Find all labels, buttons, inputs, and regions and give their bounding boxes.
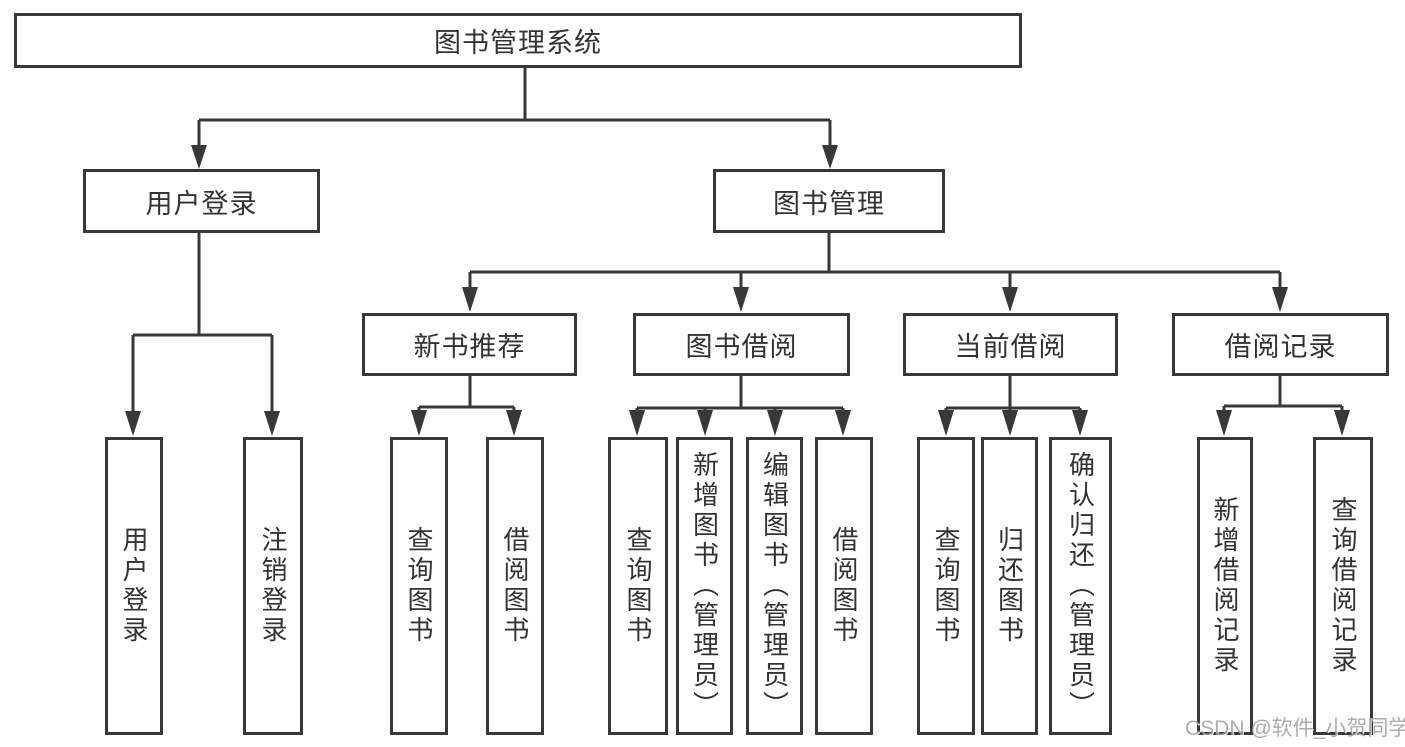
leaf-borrow-query-books: 查询图书 — [608, 437, 668, 735]
leaf-borrow-add-books-admin-label: 新增图书（管理员） — [689, 451, 720, 721]
node-user-login: 用户登录 — [83, 169, 320, 233]
node-new-book-recommend-label: 新书推荐 — [413, 332, 526, 362]
leaf-user-login-label: 用户登录 — [119, 526, 149, 646]
leaf-user-login: 用户登录 — [105, 437, 163, 735]
node-borrow-records: 借阅记录 — [1172, 313, 1389, 376]
node-root-library-management-system: 图书管理系统 — [14, 13, 1022, 68]
node-current-borrowing: 当前借阅 — [903, 313, 1118, 376]
node-book-management-label: 图书管理 — [773, 188, 885, 219]
csdn-watermark: CSDN @软件_小贺同学 — [1185, 717, 1405, 740]
leaf-current-return-books: 归还图书 — [981, 437, 1038, 735]
leaf-logout: 注销登录 — [243, 437, 303, 735]
node-new-book-recommend: 新书推荐 — [362, 313, 577, 376]
leaf-records-query-borrow-record: 查询借阅记录 — [1313, 437, 1373, 735]
arrowheads — [125, 145, 1350, 436]
leaf-rec-query-books: 查询图书 — [390, 437, 448, 735]
leaf-current-query-books-label: 查询图书 — [931, 526, 961, 646]
leaf-borrow-add-books-admin: 新增图书（管理员） — [676, 437, 733, 735]
node-root-label: 图书管理系统 — [434, 28, 602, 58]
leaf-rec-query-books-label: 查询图书 — [404, 526, 434, 646]
leaf-records-add-borrow-record: 新增借阅记录 — [1197, 437, 1253, 735]
node-book-management: 图书管理 — [713, 169, 945, 233]
leaf-rec-borrow-books: 借阅图书 — [486, 437, 544, 735]
node-book-borrowing: 图书借阅 — [633, 313, 850, 376]
node-user-login-label: 用户登录 — [145, 188, 258, 219]
leaf-current-confirm-return-admin: 确认归还（管理员） — [1049, 437, 1112, 735]
leaf-rec-borrow-books-label: 借阅图书 — [500, 526, 530, 646]
leaf-logout-label: 注销登录 — [258, 526, 288, 646]
leaf-borrow-query-books-label: 查询图书 — [623, 526, 653, 646]
leaf-records-add-borrow-record-label: 新增借阅记录 — [1210, 496, 1240, 676]
leaf-records-query-borrow-record-label: 查询借阅记录 — [1328, 496, 1358, 676]
node-borrow-records-label: 借阅记录 — [1224, 332, 1337, 362]
leaf-current-return-books-label: 归还图书 — [994, 526, 1025, 646]
node-book-borrowing-label: 图书借阅 — [685, 332, 798, 362]
leaf-current-confirm-return-admin-label: 确认归还（管理员） — [1065, 451, 1096, 721]
leaf-current-query-books: 查询图书 — [917, 437, 975, 735]
leaf-borrow-edit-books-admin-label: 编辑图书（管理员） — [759, 451, 790, 721]
leaf-borrow-borrow-books-label: 借阅图书 — [829, 526, 859, 646]
leaf-borrow-borrow-books: 借阅图书 — [815, 437, 873, 735]
node-current-borrowing-label: 当前借阅 — [954, 332, 1067, 362]
leaf-borrow-edit-books-admin: 编辑图书（管理员） — [746, 437, 803, 735]
